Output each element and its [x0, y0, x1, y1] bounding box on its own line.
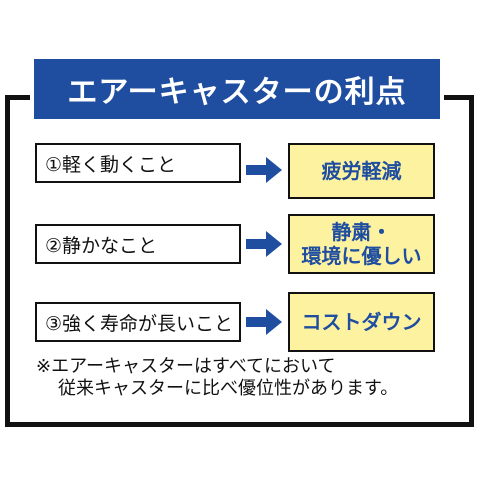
benefit-text: 疲労軽減 [321, 159, 402, 183]
benefit-box-3: コストダウン [288, 292, 435, 352]
advantage-box-3: ③強く寿命が長いこと [35, 302, 241, 342]
benefit-text: 静粛・ [331, 220, 392, 244]
advantage-label: ①軽く動くこと [45, 153, 177, 176]
arrow-right-icon [246, 157, 282, 183]
benefit-box-2: 静粛・ 環境に優しい [288, 214, 435, 274]
footnote: ※エアーキャスターはすべてにおいて 従来キャスターに比べ優位性があります。 [36, 356, 398, 400]
title-banner: エアーキャスターの利点 [30, 55, 444, 123]
advantage-label: ③強く寿命が長いこと [45, 312, 234, 335]
page-title: エアーキャスターの利点 [67, 75, 407, 110]
footnote-line-1: ※エアーキャスターはすべてにおいて [36, 356, 336, 377]
advantage-label: ②静かなこと [45, 234, 158, 257]
benefit-box-1: 疲労軽減 [288, 143, 435, 199]
advantage-box-2: ②静かなこと [35, 224, 241, 264]
footnote-line-2: 従来キャスターに比べ優位性があります。 [58, 378, 399, 399]
advantage-box-1: ①軽く動くこと [35, 143, 241, 183]
arrow-right-icon [246, 231, 282, 257]
benefit-text: コストダウン [301, 310, 422, 334]
arrow-right-icon [246, 309, 282, 335]
benefit-text: 環境に優しい [301, 244, 422, 268]
